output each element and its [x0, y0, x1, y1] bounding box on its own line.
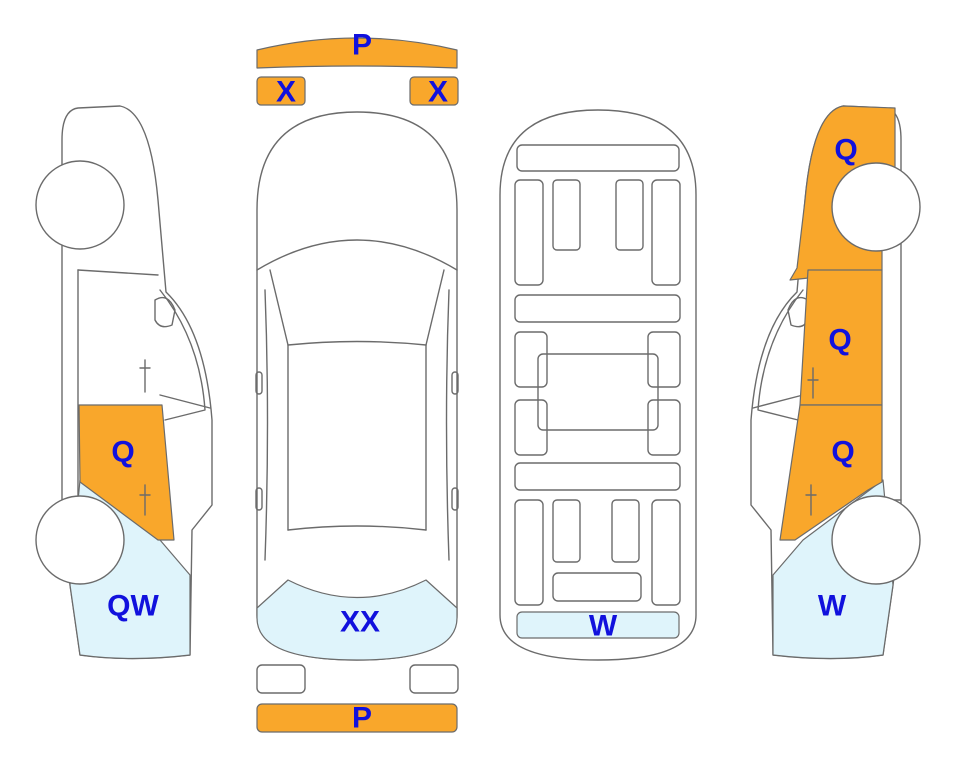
left-side-front-wheel — [35, 160, 125, 250]
top-view-left-a-pillar — [269, 269, 289, 346]
headlight-right-label: X — [428, 76, 448, 109]
top-view-left-side-line — [264, 289, 269, 561]
front-bumper-zone — [256, 37, 458, 69]
left-side-rear-wheel — [35, 495, 125, 585]
right-side-lower-handle — [805, 484, 817, 516]
underbody-rear-right-mount — [611, 499, 640, 563]
right-side-window-frame — [757, 289, 804, 421]
rear-light-right — [409, 664, 459, 694]
bottom-view: W — [499, 109, 697, 661]
underbody-center-tunnel — [537, 353, 659, 431]
right-side-view: Q Q Q W — [750, 105, 921, 660]
right-front-door-label: Q — [828, 324, 851, 357]
underbody-rear-left-mount — [552, 499, 581, 563]
top-view-roof-rear — [287, 525, 427, 531]
top-view-right-a-pillar — [425, 269, 445, 346]
right-side-glass-line — [752, 394, 804, 409]
underbody-front-left-rail — [514, 179, 544, 286]
headlight-left-label: X — [276, 76, 296, 109]
right-rear-door-label: Q — [831, 436, 854, 469]
underbody-rear-left-rail — [514, 499, 544, 606]
top-view-hood-line — [256, 239, 458, 271]
bottom-view-body-outline — [499, 109, 697, 661]
top-view-right-rear-marker — [451, 487, 459, 511]
right-rear-door-zone — [779, 404, 883, 541]
right-side-front-wheel — [831, 162, 921, 252]
rear-bumper-zone — [256, 703, 458, 733]
top-view-roof-front — [287, 340, 427, 346]
top-view-right-mirror — [451, 371, 459, 395]
underbody-left-rear-floor — [514, 399, 548, 456]
top-view-body-outline — [256, 111, 458, 661]
left-side-view: Q QW — [35, 105, 213, 660]
rear-bumper-label: P — [352, 702, 372, 735]
right-front-fender-label: Q — [834, 134, 857, 167]
left-side-glass-line — [159, 394, 211, 409]
windshield-label: XX — [340, 606, 380, 639]
underbody-right-rear-floor — [647, 399, 681, 456]
bottom-glass-label: W — [589, 610, 618, 643]
underbody-rear-crossmember — [552, 572, 642, 602]
underbody-front-left-mount — [552, 179, 581, 251]
rear-light-left — [256, 664, 306, 694]
left-side-lower-handle-over — [139, 484, 151, 516]
top-view-right-side-line — [445, 289, 450, 561]
right-side-rear-wheel — [831, 495, 921, 585]
headlight-left-zone — [256, 76, 306, 106]
underbody-mid-rear-crossmember — [514, 462, 681, 491]
underbody-left-floor — [514, 331, 548, 388]
underbody-front-right-mount — [615, 179, 644, 251]
top-view-left-rear-marker — [255, 487, 263, 511]
underbody-front-right-rail — [651, 179, 681, 286]
underbody-right-floor — [647, 331, 681, 388]
right-rear-glass-label: W — [818, 590, 847, 623]
headlight-right-zone — [409, 76, 459, 106]
left-rear-door-zone — [78, 404, 175, 541]
top-view-left-mirror — [255, 371, 263, 395]
left-rear-door-label: Q — [111, 436, 134, 469]
underbody-front-crossmember — [516, 144, 680, 172]
left-side-upper-handle — [139, 359, 151, 393]
bottom-glass-zone — [516, 611, 680, 639]
left-side-pillar-line — [77, 269, 159, 276]
right-side-upper-handle — [807, 367, 819, 399]
front-bumper-label: P — [352, 29, 372, 62]
windshield-zone — [256, 579, 458, 661]
left-side-mirror — [154, 296, 176, 328]
left-side-window-frame — [159, 289, 206, 421]
top-view: P X X XX P — [255, 29, 459, 735]
underbody-rear-right-rail — [651, 499, 681, 606]
underbody-mid-front-crossmember — [514, 294, 681, 323]
left-rear-glass-label: QW — [107, 590, 159, 623]
